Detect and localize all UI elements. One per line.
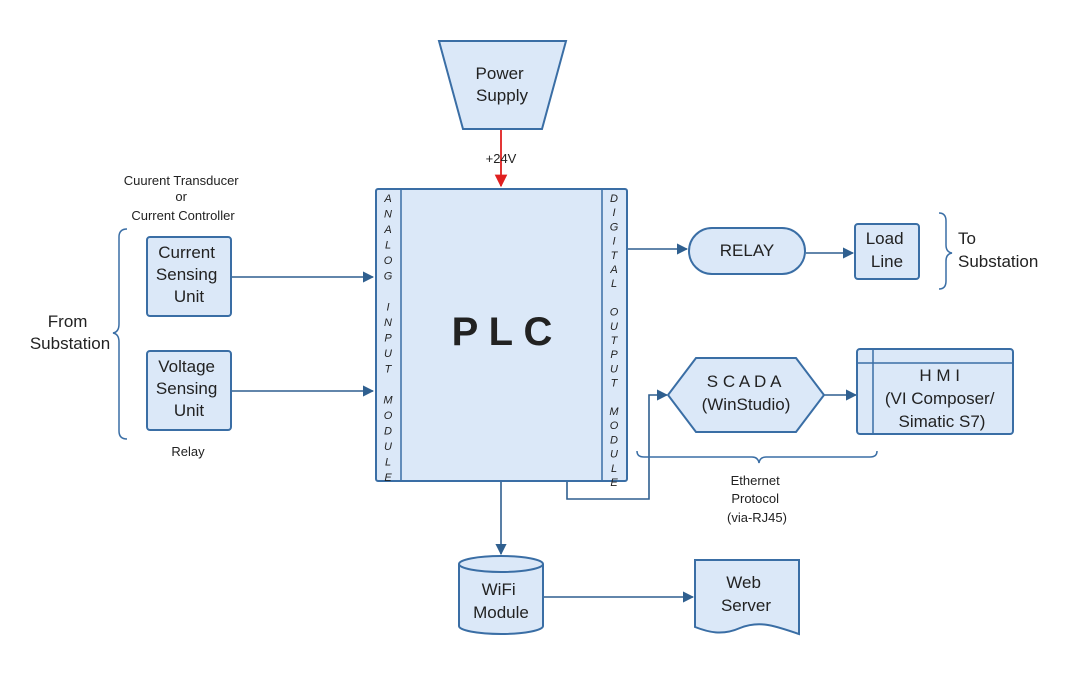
from-substation-brace <box>112 228 128 440</box>
web-server-label: Web Server <box>721 573 771 615</box>
voltage-sensing-unit-node: Voltage Sensing Unit <box>146 350 232 431</box>
relay-note-label: Relay <box>171 444 205 459</box>
to-substation-label: To Substation <box>958 229 1038 271</box>
from-substation-label: From Substation <box>30 312 110 353</box>
wifi-module-label: WiFi Module <box>473 580 529 622</box>
wifi-module-node: WiFi Module <box>458 555 544 635</box>
plc-title: P L C <box>452 310 553 354</box>
ethernet-protocol-label: Ethernet Protocol (via-RJ45) <box>727 473 787 525</box>
hmi-label: H M I (VI Composer/ Simatic S7) <box>885 366 999 431</box>
voltage-sensing-unit-label: Voltage Sensing Unit <box>156 357 222 420</box>
voltage-24v-label: +24V <box>486 151 517 166</box>
to-substation-brace <box>938 212 953 290</box>
power-supply-label: Power Supply <box>476 64 529 105</box>
scada-label: S C A D A (WinStudio) <box>702 372 791 414</box>
current-sensing-unit-label: Current Sensing Unit <box>156 243 222 306</box>
web-server-node: Web Server <box>694 559 800 636</box>
scada-node: S C A D A (WinStudio) <box>666 357 826 433</box>
current-sensing-unit-node: Current Sensing Unit <box>146 236 232 317</box>
load-line-label: Load Line <box>866 229 909 271</box>
relay-label: RELAY <box>720 241 775 260</box>
relay-node: RELAY <box>688 227 806 275</box>
load-line-node: Load Line <box>854 223 920 280</box>
current-transducer-label: Cuurent Transducer or Current Controller <box>124 173 243 223</box>
power-supply-node: Power Supply <box>437 40 568 130</box>
ethernet-brace <box>636 450 878 464</box>
hmi-node: H M I (VI Composer/ Simatic S7) <box>856 348 1014 435</box>
plc-to-scada-wire <box>566 389 669 500</box>
